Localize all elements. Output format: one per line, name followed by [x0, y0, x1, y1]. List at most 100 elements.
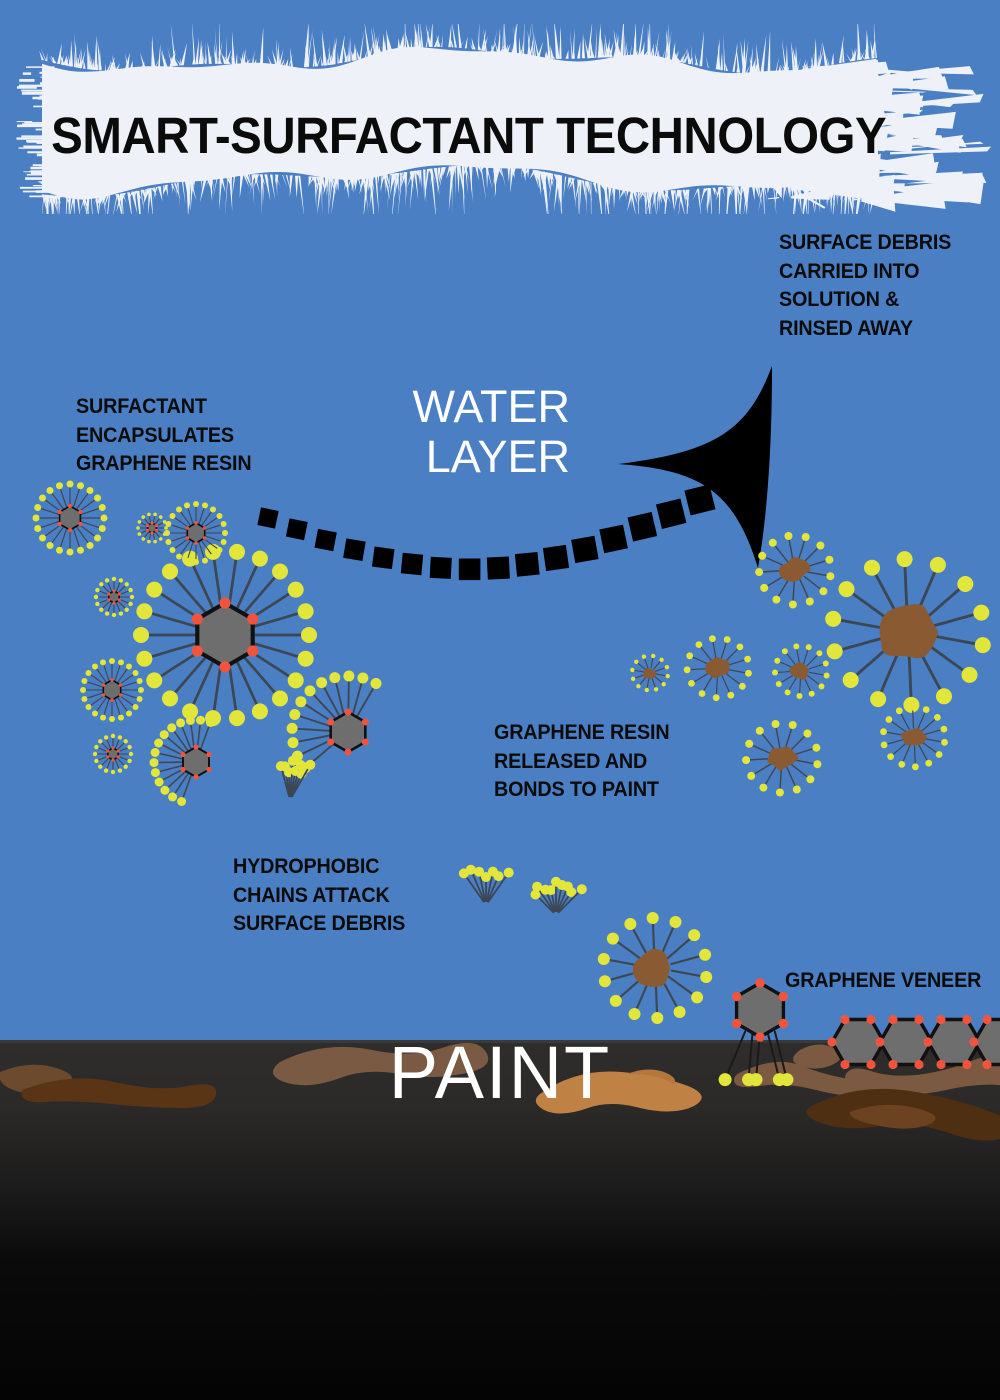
brush-bristle — [500, 165, 506, 188]
brush-bristle — [760, 35, 767, 74]
brush-bristle — [368, 175, 375, 227]
brush-streak — [26, 140, 54, 142]
brush-bristle — [634, 50, 638, 58]
brush-bristle — [435, 39, 439, 47]
brush-bristle — [570, 30, 573, 59]
brush-streak — [883, 85, 977, 96]
brush-bristle — [272, 49, 279, 67]
brush-bristle — [150, 188, 158, 196]
brush-bristle — [813, 38, 818, 68]
brush-bristle — [471, 37, 475, 50]
brush-bristle — [218, 17, 221, 64]
dashed-flow-arc — [257, 484, 716, 581]
brush-bristle — [563, 176, 567, 200]
brush-bristle — [290, 47, 293, 68]
brush-bristle — [527, 21, 532, 58]
brush-bristle — [424, 169, 430, 202]
brush-bristle — [511, 16, 519, 56]
brush-bristle — [727, 186, 734, 202]
brush-bristle — [646, 190, 652, 231]
brush-bristle — [252, 49, 255, 66]
brush-bristle — [767, 185, 770, 194]
brush-bristle — [387, 174, 391, 211]
brush-bristle — [740, 185, 746, 195]
brush-streak — [890, 146, 992, 155]
brush-bristle — [438, 167, 445, 185]
brush-streak — [31, 170, 70, 172]
brush-bristle — [555, 174, 560, 193]
brush-bristle — [615, 43, 619, 57]
brush-bristle — [826, 56, 830, 66]
brush-bristle — [597, 38, 601, 58]
brush-bristle — [107, 62, 111, 71]
brush-streak — [843, 66, 943, 82]
debris-micelle-group — [597, 532, 991, 1024]
brush-bristle — [457, 14, 462, 48]
brush-bristle — [40, 48, 47, 61]
water-layer-line-1: LAYER — [425, 431, 570, 483]
brush-bristle — [173, 183, 181, 200]
brush-bristle — [629, 188, 637, 218]
brush-bristle — [490, 43, 496, 52]
brush-bristle — [83, 196, 87, 208]
brush-bristle — [209, 55, 212, 64]
brush-bristle — [803, 186, 808, 222]
brush-streak — [27, 151, 51, 154]
brush-bristle — [48, 55, 54, 63]
brush-bristle — [248, 174, 252, 185]
brush-bristle — [783, 185, 787, 202]
brush-bristle — [871, 36, 876, 59]
brush-streak — [23, 171, 33, 173]
brush-bristle — [787, 185, 791, 194]
brush-bristle — [217, 40, 223, 64]
brush-streak — [40, 181, 67, 184]
brush-bristle — [581, 180, 587, 204]
brush-streak — [847, 132, 914, 152]
paint-debris-blobs — [0, 1042, 1000, 1141]
brush-bristle — [660, 190, 663, 200]
free-surfactant-fan — [458, 864, 514, 903]
brush-bristle — [224, 175, 229, 220]
brush-bristle — [375, 33, 380, 56]
free-surfactant-group — [275, 755, 587, 914]
brush-bristle — [484, 164, 489, 173]
brush-bristle — [116, 194, 124, 223]
brush-bristle — [154, 186, 158, 197]
brush-bristle — [859, 51, 865, 60]
brush-streak — [16, 121, 33, 123]
brush-bristle — [116, 193, 124, 212]
brush-bristle — [278, 48, 284, 67]
brush-bristle — [791, 41, 796, 72]
brush-bristle — [439, 167, 445, 190]
brush-bristle — [158, 43, 161, 68]
brush-bristle — [754, 185, 760, 199]
brush-bristle — [386, 31, 393, 53]
surface-debris-line-0: SURFACE DEBRIS — [779, 230, 952, 254]
brush-bristle — [259, 27, 264, 66]
brush-bristle — [565, 50, 569, 59]
brush-bristle — [700, 188, 706, 207]
brush-bristle — [157, 186, 163, 202]
brush-bristle — [604, 33, 609, 58]
brush-bristle — [259, 56, 262, 66]
brush-bristle — [364, 50, 367, 58]
brush-streak — [39, 82, 75, 85]
brush-bristle — [846, 53, 852, 62]
brush-bristle — [847, 190, 849, 226]
arc-dash — [458, 558, 481, 581]
brush-bristle — [804, 63, 807, 70]
brush-bristle — [651, 190, 658, 201]
brush-bristle — [308, 176, 316, 186]
brush-bristle — [751, 185, 755, 201]
brush-bristle — [433, 34, 440, 47]
brush-bristle — [404, 2, 406, 50]
brush-bristle — [626, 188, 630, 197]
brush-bristle — [217, 50, 222, 64]
brush-bristle — [685, 47, 690, 64]
brush-bristle — [559, 25, 562, 59]
brush-bristle — [806, 59, 809, 70]
brush-bristle — [206, 177, 214, 195]
brush-bristle — [850, 47, 856, 62]
